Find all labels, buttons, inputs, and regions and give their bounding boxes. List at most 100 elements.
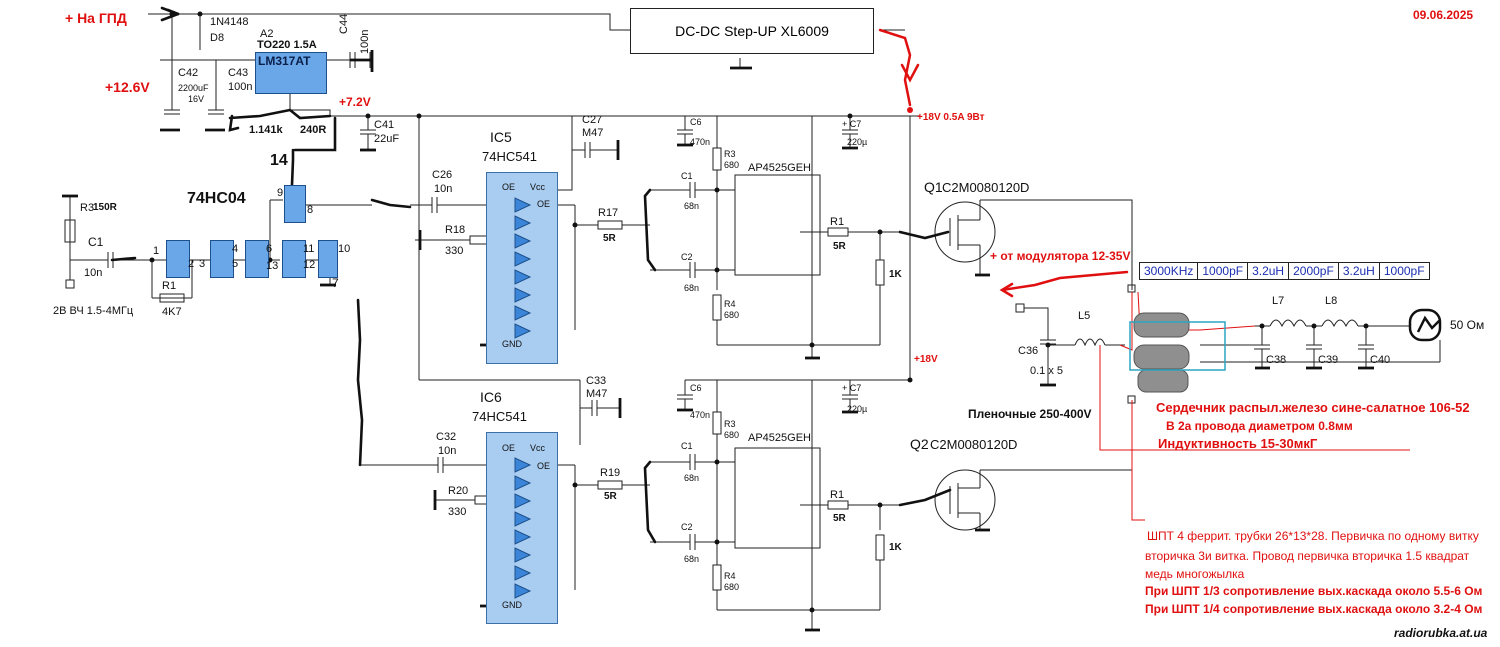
drv1-c6-val: 470n bbox=[690, 137, 711, 147]
c27-value: M47 bbox=[582, 127, 604, 139]
r3-label: R3 bbox=[80, 202, 95, 214]
regulator-label: LM317AT bbox=[258, 54, 311, 68]
drv1-c2: C2 bbox=[681, 252, 693, 262]
drv1-c2-val: 68n bbox=[684, 283, 700, 293]
pin-7: 7 bbox=[332, 276, 339, 290]
c43-value: 100n bbox=[228, 81, 253, 93]
r19-value: 5R bbox=[604, 491, 617, 502]
pin-3: 3 bbox=[199, 258, 206, 270]
drv2-r1-val: 5R bbox=[833, 513, 846, 524]
l7-label: L7 bbox=[1272, 295, 1285, 307]
pin-12: 12 bbox=[303, 259, 316, 271]
pin-4: 4 bbox=[232, 243, 239, 255]
l8-label: L8 bbox=[1325, 295, 1338, 307]
pin-13: 13 bbox=[266, 260, 279, 272]
drv1-r3-val: 680 bbox=[724, 160, 740, 170]
drv1-c6: C6 bbox=[690, 117, 702, 127]
r17-value: 5R bbox=[603, 233, 616, 244]
film-label: Пленочные 250-400V bbox=[968, 407, 1092, 421]
ic6-oe1: OE bbox=[502, 443, 516, 453]
drv1-r4-val: 680 bbox=[724, 310, 740, 320]
dcdc-module: DC-DC Step-UP XL6009 bbox=[630, 8, 874, 54]
drv2-r3-val: 680 bbox=[724, 430, 740, 440]
drv1-rgnd: 1K bbox=[889, 269, 902, 280]
c33-label: C33 bbox=[586, 375, 607, 387]
r20-label: R20 bbox=[448, 485, 469, 497]
inverter-gate-4 bbox=[282, 240, 306, 278]
q2-type: C2M0080120D bbox=[930, 437, 1018, 452]
c26-value: 10n bbox=[434, 183, 453, 195]
drv2-r4-val: 680 bbox=[724, 582, 740, 592]
drv2-c2: C2 bbox=[681, 522, 693, 532]
ic6-oe2: OE bbox=[537, 461, 551, 471]
r17-label: R17 bbox=[598, 207, 619, 219]
date-label: 09.06.2025 bbox=[1413, 8, 1474, 22]
ic5-vcc: Vcc bbox=[530, 182, 546, 192]
r19-label: R19 bbox=[600, 467, 621, 479]
c32-label: C32 bbox=[436, 431, 457, 443]
c43-label: C43 bbox=[228, 67, 249, 79]
note-shpt-1: ШПТ 4 феррит. трубки 26*13*28. Первичка … bbox=[1147, 529, 1479, 543]
r-b-label: 240R bbox=[300, 124, 327, 136]
c33-value: M47 bbox=[586, 388, 608, 400]
pin-5: 5 bbox=[232, 258, 239, 270]
c32-value: 10n bbox=[438, 445, 457, 457]
c1-value: 10n bbox=[84, 267, 103, 279]
inverter-gate-1 bbox=[166, 240, 190, 278]
dcdc-label: DC-DC Step-UP XL6009 bbox=[675, 23, 829, 39]
inverter-gate-5 bbox=[318, 240, 338, 278]
q1-type: C2M0080120D bbox=[942, 180, 1030, 195]
drv1-c1-val: 68n bbox=[684, 201, 700, 211]
drv1-r3: R3 bbox=[724, 149, 736, 159]
table-cell-freq: 3000KHz bbox=[1140, 263, 1199, 279]
drv1-r1: R1 bbox=[830, 216, 845, 228]
pin-11: 11 bbox=[303, 243, 315, 255]
note-shpt-3: медь многожылка bbox=[1145, 567, 1245, 581]
ic5-oe1: OE bbox=[502, 182, 516, 192]
ic5-gnd: GND bbox=[502, 339, 522, 349]
note-core-1: Сердечник распыл.железо сине-салатное 10… bbox=[1156, 400, 1470, 415]
c42-value: 2200uF bbox=[178, 83, 209, 93]
note-shpt-5: При ШПТ 1/4 сопротивление вых.каскада ок… bbox=[1145, 602, 1483, 616]
input-signal-label: 2В ВЧ 1.5-4МГц bbox=[53, 305, 134, 317]
ic6-vcc: Vcc bbox=[530, 443, 546, 453]
c44-label: C44 bbox=[338, 13, 350, 34]
drv1-r4: R4 bbox=[724, 299, 736, 309]
drv2-c7: + C7 bbox=[842, 383, 862, 393]
c42-label: C42 bbox=[178, 67, 199, 79]
drv2-c1: C1 bbox=[681, 441, 693, 451]
pin-8: 8 bbox=[307, 204, 314, 216]
r20-value: 330 bbox=[448, 506, 467, 518]
c41-value: 22uF bbox=[374, 133, 400, 145]
pin-9: 9 bbox=[277, 187, 284, 199]
d8-label: D8 bbox=[210, 32, 225, 44]
c26-label: C26 bbox=[432, 169, 453, 181]
gpd-label: + На ГПД bbox=[65, 10, 127, 26]
r18-label: R18 bbox=[445, 224, 466, 236]
ic6-label: IC6 bbox=[480, 389, 502, 405]
inverter-gate-2 bbox=[210, 240, 234, 278]
pin-10: 10 bbox=[338, 243, 351, 255]
v18a-label: +18V 0.5A 9Вт bbox=[917, 112, 985, 123]
pin-6: 6 bbox=[266, 243, 273, 255]
note-core-2: В 2а провода диаметром 0.8мм bbox=[1166, 419, 1353, 433]
inverter-gate-6 bbox=[284, 185, 306, 223]
note-core-3: Индуктивность 15-30мкГ bbox=[1158, 436, 1318, 451]
inverter-gate-3 bbox=[245, 240, 269, 278]
c44-value: 100n bbox=[359, 29, 371, 54]
a2-pkg-label: TO220 1.5A bbox=[257, 39, 317, 51]
c27-label: C27 bbox=[582, 114, 603, 126]
load-label: 50 Ом bbox=[1450, 318, 1485, 332]
q2-label: Q2 bbox=[910, 436, 929, 452]
l5-label: L5 bbox=[1078, 310, 1091, 322]
drv1-r1-val: 5R bbox=[833, 241, 846, 252]
table-cell-c2: 2000pF bbox=[1289, 263, 1339, 279]
note-shpt-4: При ШПТ 1/3 сопротивление вых.каскада ок… bbox=[1145, 584, 1483, 598]
c42-voltage: 16V bbox=[188, 94, 205, 104]
drv2-c6: C6 bbox=[690, 383, 702, 393]
watermark: radiorubka.at.ua bbox=[1394, 626, 1488, 640]
drv2-r3: R3 bbox=[724, 419, 736, 429]
c1-label: C1 bbox=[88, 235, 104, 249]
gate-ic-label: 74HC04 bbox=[187, 190, 246, 207]
